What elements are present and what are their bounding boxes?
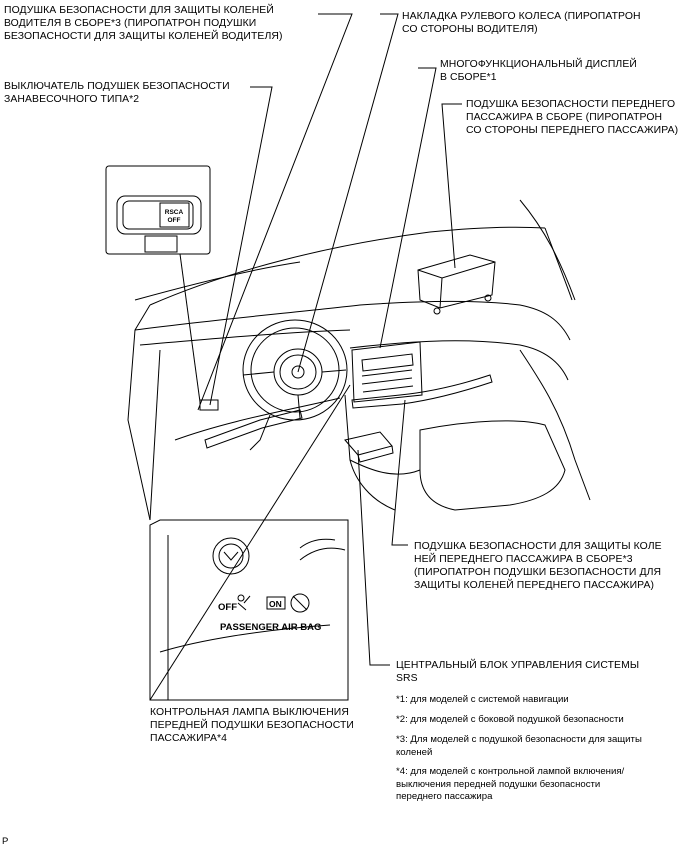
console-armrest bbox=[419, 420, 566, 511]
note-2: *2: для моделей с боковой подушкой безоп… bbox=[396, 714, 624, 725]
label-passenger-airbag: ПОДУШКА БЕЗОПАСНОСТИ ПЕРЕДНЕГО ПАССАЖИРА… bbox=[466, 99, 679, 136]
passenger-airbag-module bbox=[417, 254, 496, 309]
leader-curtain-switch bbox=[209, 86, 273, 406]
inset-curtain-switch bbox=[105, 165, 211, 255]
inset-airbag-lamp bbox=[149, 519, 349, 701]
leader-multi-display bbox=[379, 67, 437, 349]
passenger-airbag-on-icon bbox=[290, 593, 310, 613]
knee-airbag-passenger bbox=[351, 374, 493, 409]
rsca-off-button bbox=[159, 202, 190, 228]
chevron-down-icon bbox=[223, 551, 239, 561]
label-curtain-switch: ВЫКЛЮЧАТЕЛЬ ПОДУШЕК БЕЗОПАСНОСТИ ЗАНАВЕС… bbox=[4, 81, 230, 105]
curtain-switch bbox=[199, 399, 219, 411]
label-knee-airbag-driver: ПОДУШКА БЕЗОПАСНОСТИ ДЛЯ ЗАЩИТЫ КОЛЕНЕЙ … bbox=[4, 5, 283, 42]
leader-indicator-lamp bbox=[149, 384, 351, 701]
label-knee-airbag-passenger: ПОДУШКА БЕЗОПАСНОСТИ ДЛЯ ЗАЩИТЫ КОЛЕ НЕЙ… bbox=[414, 541, 662, 591]
label-srs-ecu: ЦЕНТРАЛЬНЫЙ БЛОК УПРАВЛЕНИЯ СИСТЕМЫ SRS bbox=[396, 660, 640, 684]
multi-display bbox=[351, 341, 423, 403]
leader-srs-ecu bbox=[357, 449, 390, 666]
knee-airbag-driver bbox=[204, 409, 303, 449]
center-console bbox=[344, 394, 396, 511]
note-4: *4: для моделей с контрольной лампой вкл… bbox=[396, 766, 625, 802]
steering-logo bbox=[291, 365, 305, 379]
srs-ecu bbox=[344, 431, 393, 456]
lamp-button bbox=[212, 537, 250, 575]
note-3: *3: Для моделей с подушкой безопасности … bbox=[396, 734, 642, 758]
passenger-airbag-off-icon bbox=[237, 594, 251, 611]
lamp-caption: PASSENGER AIR BAG bbox=[220, 622, 321, 633]
leader-knee-airbag-passenger bbox=[391, 399, 408, 546]
label-indicator-lamp: КОНТРОЛЬНАЯ ЛАМПА ВЫКЛЮЧЕНИЯ ПЕРЕДНЕЙ ПО… bbox=[150, 707, 354, 744]
leader-steering-pad bbox=[297, 13, 399, 373]
leader-passenger-airbag bbox=[441, 103, 462, 269]
note-1: *1: для моделей с системой навигации bbox=[396, 694, 569, 705]
leader-knee-airbag-driver bbox=[197, 13, 353, 411]
label-steering-pad: НАКЛАДКА РУЛЕВОГО КОЛЕСА (ПИРОПАТРОН СО … bbox=[402, 11, 641, 35]
dashboard-top bbox=[134, 300, 571, 341]
lamp-on-text: ON bbox=[269, 599, 282, 609]
on-indicator bbox=[266, 596, 286, 610]
a-pillar bbox=[519, 199, 576, 301]
lamp-off-text: OFF bbox=[218, 602, 237, 613]
windshield-lower-edge bbox=[149, 226, 546, 306]
rsca-text-1: RSCA bbox=[165, 209, 184, 216]
corner-mark: P bbox=[2, 836, 9, 847]
label-multi-display: МНОГОФУНКЦИОНАЛЬНЫЙ ДИСПЛЕЙ В СБОРЕ*1 bbox=[440, 59, 637, 83]
rsca-text-2: OFF bbox=[168, 217, 181, 224]
